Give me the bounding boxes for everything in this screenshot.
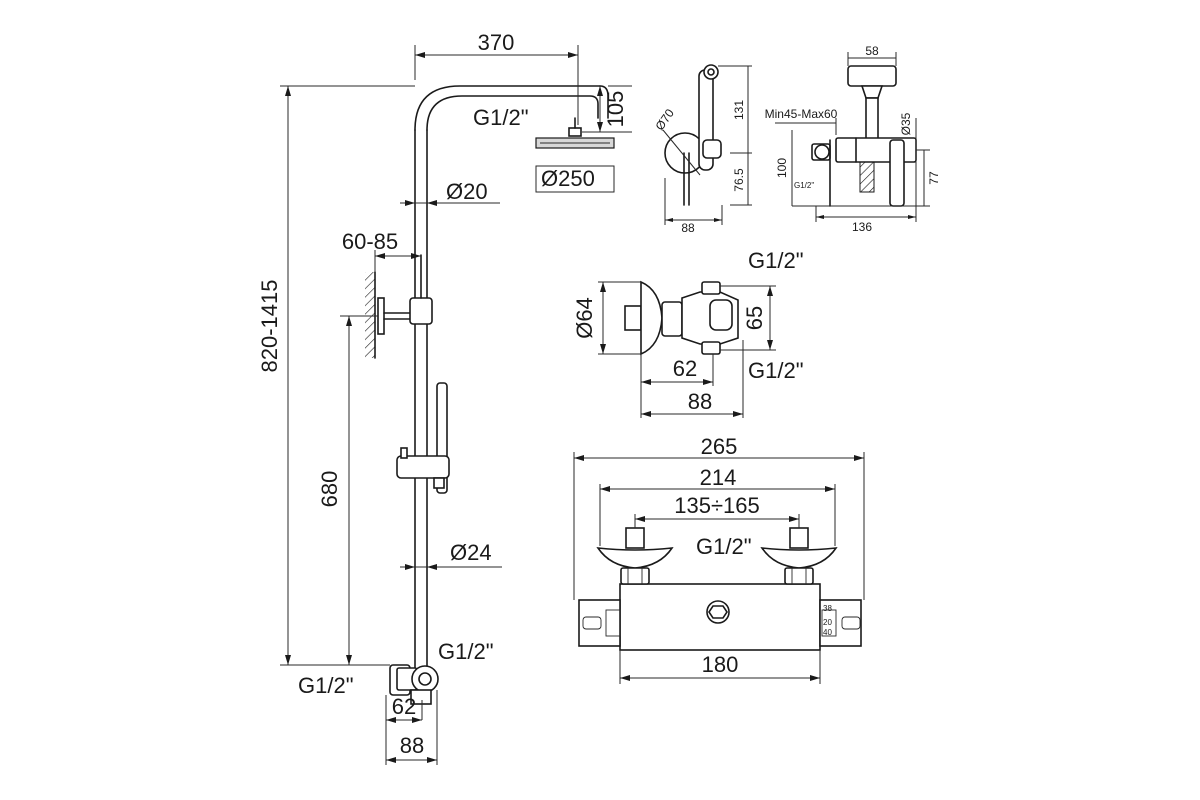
diverter-outer-depth: 88: [688, 389, 712, 414]
mixer-body-label: 180: [702, 652, 739, 677]
outlet-thread-label: G1/2": [438, 639, 494, 664]
diverter-height-label: 65: [742, 306, 767, 330]
side-height-label: 131: [732, 100, 746, 120]
diverter-bottom-thread: G1/2": [748, 358, 804, 383]
front-height-right-label: 77: [927, 171, 941, 185]
shower-arm-inner: [426, 95, 599, 131]
inner-depth-label: 62: [392, 694, 416, 719]
left-rosette: [596, 547, 674, 569]
front-lever: [889, 139, 905, 207]
bracket-clamp: [409, 297, 433, 325]
thermostatic-mixer-view: 38 20 40 265 214 135÷165 G1/2": [573, 434, 865, 684]
side-depth-label: 88: [681, 221, 695, 235]
side-center-label: 76.5: [732, 168, 746, 192]
front-height-left-label: 100: [775, 158, 789, 178]
mixer-to-bracket-label: 680: [317, 471, 342, 508]
scale-38: 38: [823, 604, 832, 613]
diverter-top-thread: G1/2": [748, 248, 804, 273]
front-overall-width-label: 136: [852, 220, 872, 234]
dim-arm-drop: 105: [603, 91, 628, 128]
head-thread-label: G1/2": [473, 105, 529, 130]
total-height-label: 820-1415: [257, 280, 282, 373]
mixer-right-handle: [819, 599, 862, 647]
scale-20: 20: [823, 618, 832, 627]
bracket-plate: [377, 297, 385, 335]
front-width-label: 58: [865, 44, 879, 58]
hand-shower-holder: [396, 455, 450, 479]
diverter-stub: [624, 305, 642, 331]
front-valve-label: Ø35: [899, 112, 913, 135]
diverter-inner-depth: 62: [673, 356, 697, 381]
hand-shower-front-view: 58 Min45-Max60 Ø35 100 G1/2" 77 136: [765, 44, 941, 234]
shower-column-view: 370 105 G1/2" Ø250 Ø20 60-85 820-1415: [257, 30, 632, 765]
diverter-view: G1/2" Ø64 65 62 G1/2" 88: [572, 248, 804, 418]
wall-offset-label: 60-85: [342, 229, 398, 254]
front-holder: [847, 65, 897, 87]
front-range-label: Min45-Max60: [765, 107, 838, 121]
head-diameter-label: Ø250: [541, 166, 595, 191]
mixer-thread-label: G1/2": [696, 534, 752, 559]
shower-arm-outer: [414, 85, 601, 131]
mixer-overall-label: 265: [701, 434, 738, 459]
diverter-rosette-label: Ø64: [572, 297, 597, 339]
mixer-left-handle: [578, 599, 621, 647]
hand-shower-side-view: 88 131 76.5 Ø70: [652, 64, 752, 235]
diverter-rosette: [640, 280, 663, 356]
side-rosette-label: Ø70: [652, 106, 677, 133]
mixer-centers-label: 135÷165: [674, 493, 760, 518]
scale-40: 40: [823, 628, 832, 637]
front-thread-label: G1/2": [794, 181, 814, 190]
outer-depth-label: 88: [400, 733, 424, 758]
wall-hatch: [365, 272, 375, 358]
dim-arm-width: 370: [478, 30, 515, 55]
head-connector: [568, 127, 582, 137]
right-rosette: [760, 547, 838, 569]
lower-pipe-diameter: Ø24: [450, 540, 492, 565]
inlet-thread-label: G1/2": [298, 673, 354, 698]
mixer-handles-label: 214: [700, 465, 737, 490]
shower-arm-end: [599, 85, 609, 119]
upper-pipe-diameter: Ø20: [446, 179, 488, 204]
